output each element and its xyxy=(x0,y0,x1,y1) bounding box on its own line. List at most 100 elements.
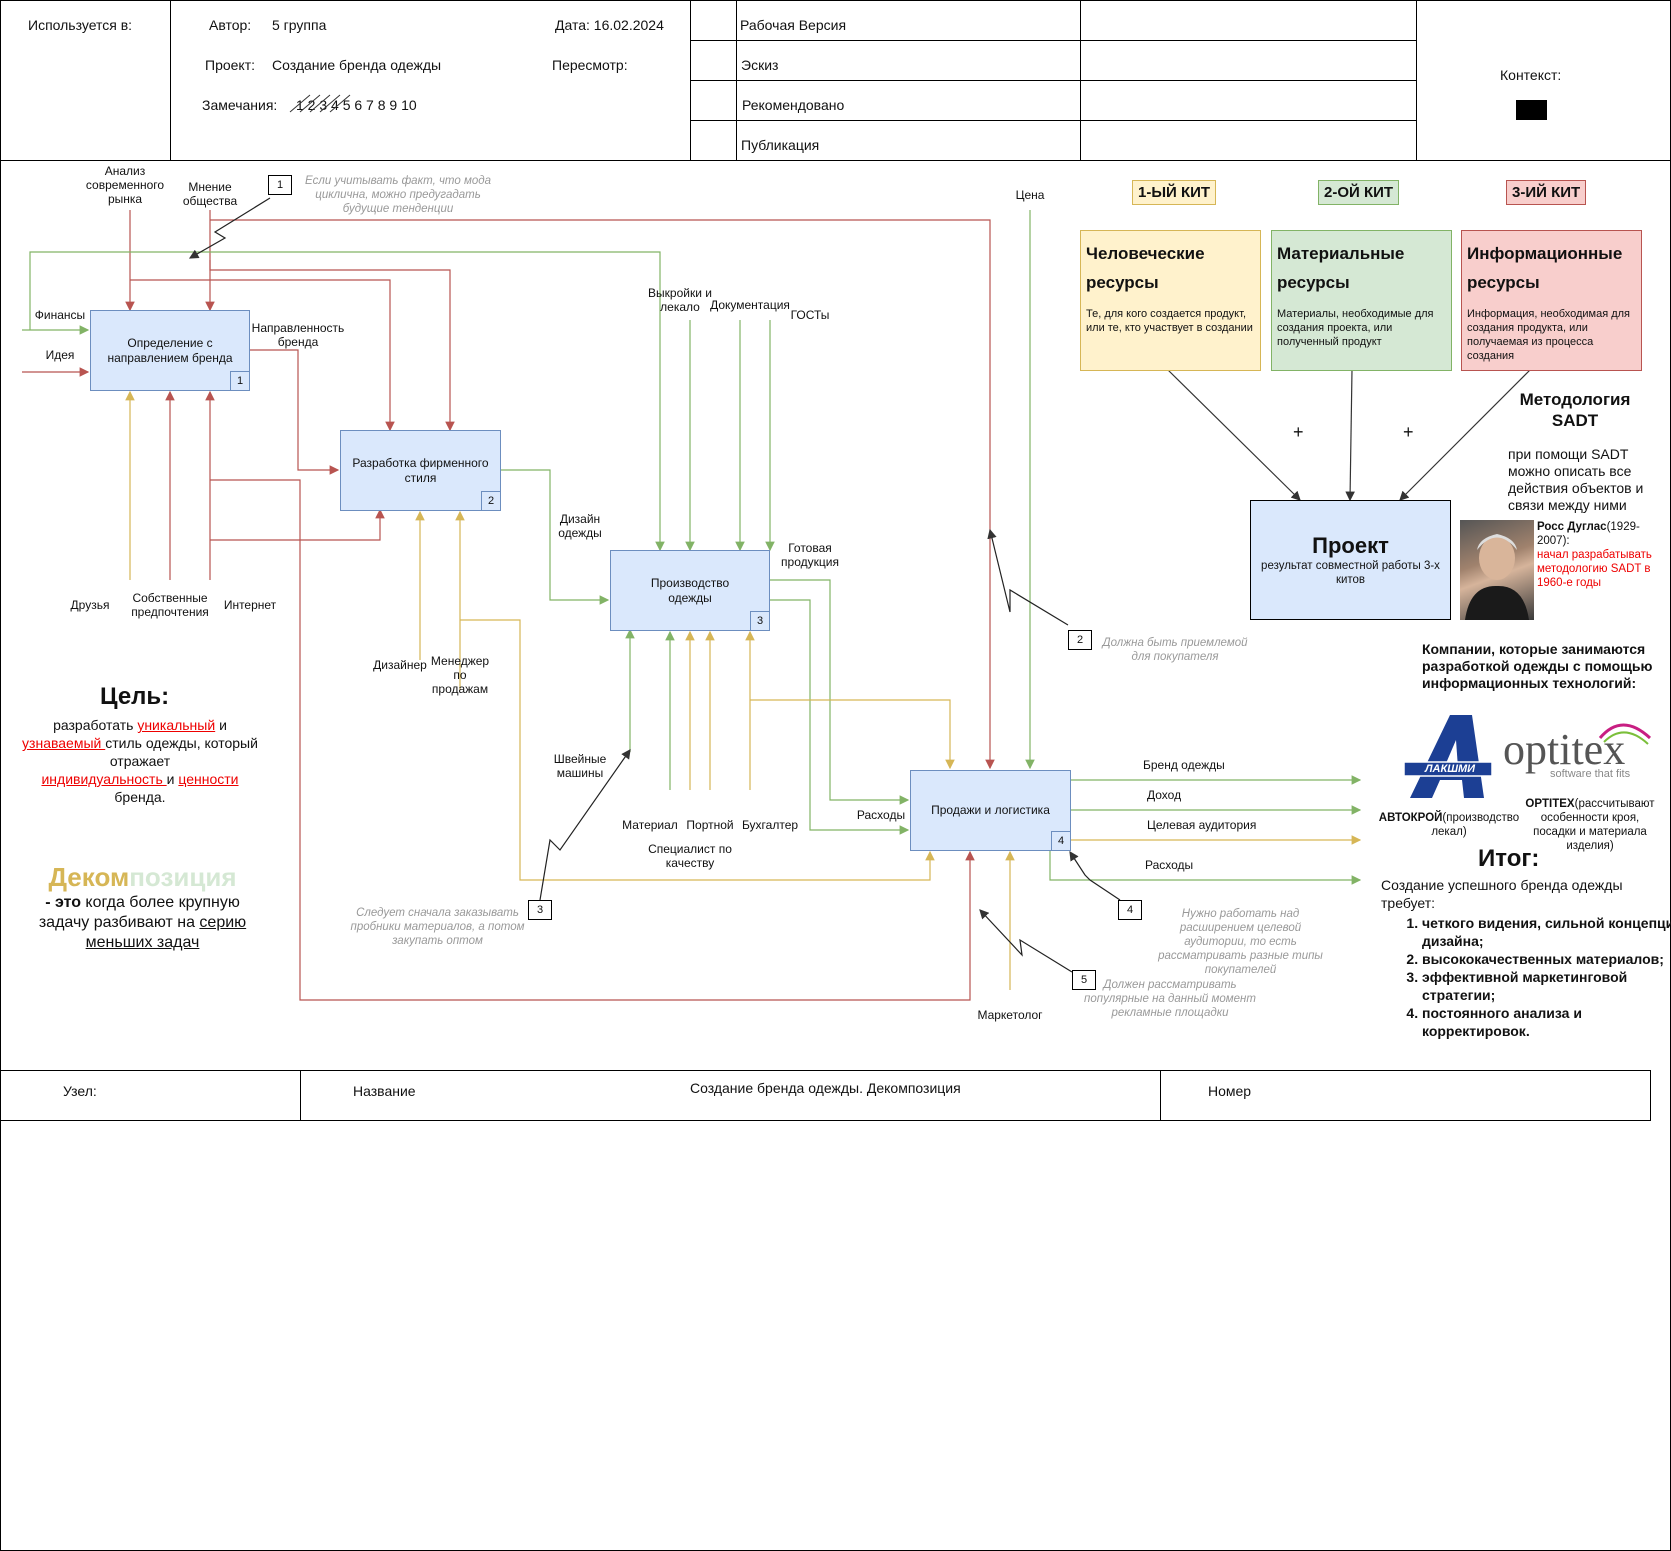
note-text: Нужно работать над расширением целевой а… xyxy=(1158,908,1323,976)
footer-node-label: Узел: xyxy=(63,1083,97,1099)
note-text: Должен рассматривать популярные на данны… xyxy=(1084,979,1256,1019)
footer-number-label: Номер xyxy=(1208,1083,1252,1099)
decomposition-underline: серию меньших задач xyxy=(85,914,247,951)
result-intro: Создание успешного бренда одежды требует… xyxy=(1381,877,1623,911)
goal-keyword: ценности xyxy=(178,771,239,787)
arrow-label: Идея xyxy=(45,348,75,362)
status-recommended: Рекомендовано xyxy=(742,97,845,113)
sadt-text: при помощи SADT можно описать все действ… xyxy=(1508,446,1644,513)
arrow-label: Специалист по качеству xyxy=(648,842,732,870)
result-list: четкого видения, сильной концепции дизай… xyxy=(1382,914,1671,1040)
arrow-label: ГОСТы xyxy=(790,308,830,322)
arrow-label: Бухгалтер xyxy=(741,818,799,832)
decomposition-title: Декомпозиция xyxy=(20,862,265,893)
lakshmi-logo-shape xyxy=(1403,715,1493,798)
activity-title: Продажи и логистика xyxy=(931,803,1050,817)
optitex-logo: optitex xyxy=(1503,725,1626,774)
goal-keyword: узнаваемый xyxy=(22,735,106,751)
person-photo xyxy=(1460,520,1534,620)
optitex-tagline: software that fits xyxy=(1550,768,1631,780)
arrow-label: Материал xyxy=(622,818,678,832)
resource-title: Человеческие ресурсы xyxy=(1086,244,1205,292)
arrow-label: Собственные предпочтения xyxy=(131,591,209,619)
company-desc: (производство лекал) xyxy=(1431,812,1520,838)
resource-text: Те, для кого создается продукт, или те, … xyxy=(1086,308,1253,334)
resource-info: Информационные ресурсы Информация, необх… xyxy=(1461,230,1642,371)
status-publication: Публикация xyxy=(741,137,820,153)
decomposition-text: - это когда более крупную задачу разбива… xyxy=(20,893,265,953)
activity-title: Производство одежды xyxy=(650,575,730,605)
decomposition-part: позиция xyxy=(129,862,237,892)
notes-label: Замечания: xyxy=(202,97,278,113)
decomposition-part: Деком xyxy=(48,862,130,892)
company-autokroi: АВТОКРОЙ(производство лекал) xyxy=(1374,811,1524,839)
sadt-title: Методология SADT xyxy=(1519,390,1631,430)
lakshmi-logo: ЛАКШМИ xyxy=(1402,710,1494,800)
resource-title: Материальные ресурсы xyxy=(1277,244,1405,292)
person-years: (1929-2007): xyxy=(1537,521,1640,547)
resource-human: Человеческие ресурсы Те, для кого создае… xyxy=(1080,230,1261,371)
project-title: Проект xyxy=(1312,533,1389,558)
note-tag[interactable]: 2 xyxy=(1068,630,1092,650)
output-label: Доход xyxy=(1147,788,1182,802)
activity-box-3[interactable]: Производство одежды 3 xyxy=(610,550,770,631)
arrow-label: Менеджер по продажам xyxy=(430,654,490,696)
goal-part: бренда. xyxy=(114,789,166,805)
status-working: Рабочая Версия xyxy=(740,17,847,33)
companies-title: Компании, которые занимаются разработкой… xyxy=(1422,641,1653,691)
activity-title: Определение с направлением бренда xyxy=(107,335,233,365)
activity-number: 1 xyxy=(230,371,249,390)
result-item: четкого видения, сильной концепции дизай… xyxy=(1422,914,1671,950)
output-label: Целевая аудитория xyxy=(1147,818,1257,832)
arrow-label: Направленность бренда xyxy=(251,321,345,349)
goal-part: разработать xyxy=(53,717,138,733)
decomposition-part: когда более крупную задачу разбивают на xyxy=(38,894,240,931)
activity-box-4[interactable]: Продажи и логистика 4 xyxy=(910,770,1071,851)
header-row-line xyxy=(690,40,1416,41)
arrow-label: Финансы xyxy=(34,308,86,322)
person-fact: начал разрабатывать методологию SADT в 1… xyxy=(1537,549,1652,589)
footer-top-line xyxy=(0,1070,1651,1071)
plus-sign: + xyxy=(1293,422,1304,442)
status-draft: Эскиз xyxy=(741,57,779,73)
lakshmi-logo-text: ЛАКШМИ xyxy=(1424,763,1476,775)
footer-divider xyxy=(1160,1070,1161,1120)
activity-number: 2 xyxy=(481,491,500,510)
goal-part: и xyxy=(166,771,179,787)
activity-number: 3 xyxy=(750,611,769,630)
resource-text: Материалы, необходимые для создания прое… xyxy=(1277,308,1434,348)
used-in-label: Используется в: xyxy=(28,17,133,33)
result-item: постоянного анализа и корректировок. xyxy=(1422,1004,1671,1040)
arrow-label: Дизайнер xyxy=(373,658,427,672)
footer-name-value: Создание бренда одежды. Декомпозиция xyxy=(690,1080,961,1096)
header-bottom-line xyxy=(0,160,1670,161)
note-text: Должна быть приемлемой для покупателя xyxy=(1102,637,1248,663)
activity-title: Разработка фирменного стиля xyxy=(352,455,489,485)
note-tag[interactable]: 1 xyxy=(268,175,292,195)
goal-part: стиль одежды, который отражает xyxy=(105,735,258,769)
header-divider xyxy=(170,0,171,160)
note-tag[interactable]: 4 xyxy=(1118,900,1142,920)
kit-3-label: 3-ИЙ КИТ xyxy=(1506,180,1587,205)
note-tag[interactable]: 5 xyxy=(1072,970,1096,990)
activity-box-2[interactable]: Разработка фирменного стиля 2 xyxy=(340,430,501,511)
goal-text: разработать уникальный и узнаваемый стил… xyxy=(20,716,260,806)
arrow-label: Маркетолог xyxy=(977,1008,1043,1022)
decomposition-bold: - это xyxy=(45,894,81,911)
date-label: Дата: 16.02.2024 xyxy=(555,17,664,33)
footer-divider xyxy=(300,1070,301,1120)
arrow-label: Друзья xyxy=(70,598,110,612)
arrow-label: Расходы xyxy=(856,808,906,822)
company-desc: (рассчитывают особенности кроя, посадки … xyxy=(1533,798,1655,852)
context-label: Контекст: xyxy=(1500,67,1562,83)
activity-box-1[interactable]: Определение с направлением бренда 1 xyxy=(90,310,250,391)
arrow-label: Документация xyxy=(710,298,790,312)
footer-bottom-line xyxy=(0,1120,1651,1121)
arrow-label: Портной xyxy=(686,818,734,832)
note-tag[interactable]: 3 xyxy=(528,900,552,920)
result-item: высококачественных материалов; xyxy=(1422,950,1671,968)
output-label: Расходы xyxy=(1145,858,1194,872)
revision-label: Пересмотр: xyxy=(552,57,628,73)
person-info: Росс Дуглас(1929-2007): начал разрабатыв… xyxy=(1537,520,1667,590)
